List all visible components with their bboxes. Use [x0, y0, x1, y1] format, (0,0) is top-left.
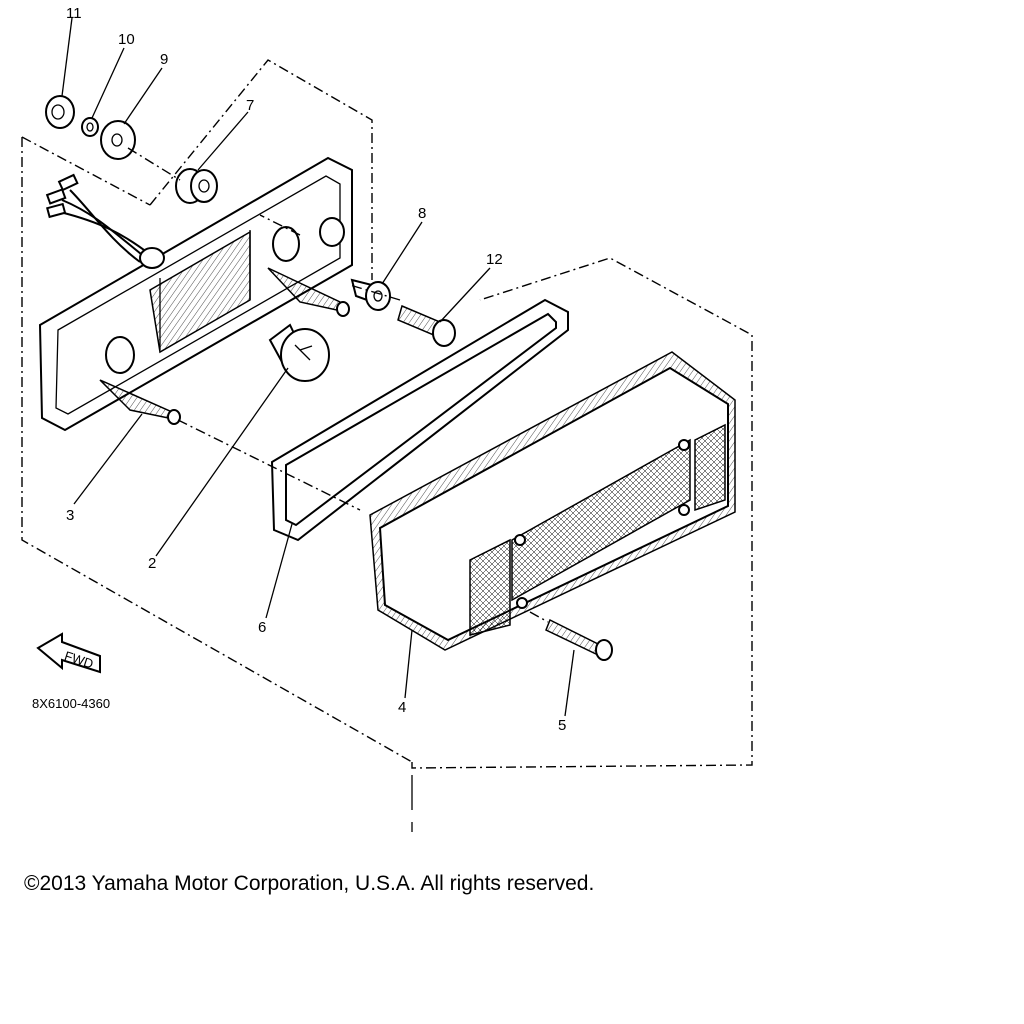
callout-12: 12: [486, 251, 503, 268]
part-5-screw: [545, 618, 613, 661]
callout-7: 7: [246, 97, 254, 114]
callout-3: 3: [66, 507, 74, 524]
part-4-lens: [369, 351, 736, 651]
part-8-collar: [350, 278, 391, 311]
callout-8: 8: [418, 205, 426, 222]
fwd-arrow-icon: FWD: [36, 632, 101, 674]
part-11-nut: [45, 95, 75, 129]
assembly-axis-line: [127, 147, 181, 181]
assembly-boundary-left: [21, 59, 413, 763]
callout-5: 5: [558, 717, 566, 734]
part-2-bulb: [268, 323, 330, 382]
copyright-notice: ©2013 Yamaha Motor Corporation, U.S.A. A…: [24, 872, 595, 895]
part-12-screw: [397, 304, 456, 347]
diagram-code: 8X6100-4360: [32, 696, 110, 711]
leader-lines: [61, 17, 575, 717]
part-7-grommet: [175, 168, 218, 204]
callout-4: 4: [398, 699, 406, 716]
part-10-lock-washer: [81, 117, 99, 137]
part-9-washer: [100, 120, 136, 160]
callout-9: 9: [160, 51, 168, 68]
callout-2: 2: [148, 555, 156, 572]
callout-10: 10: [118, 31, 135, 48]
part-6-gasket: [270, 298, 569, 542]
assembly-axis-lines: [177, 214, 549, 623]
callout-6: 6: [258, 619, 266, 636]
assembly-boundary-right: [411, 257, 753, 832]
part-3-housing: [38, 156, 353, 432]
callout-11: 11: [66, 5, 82, 22]
